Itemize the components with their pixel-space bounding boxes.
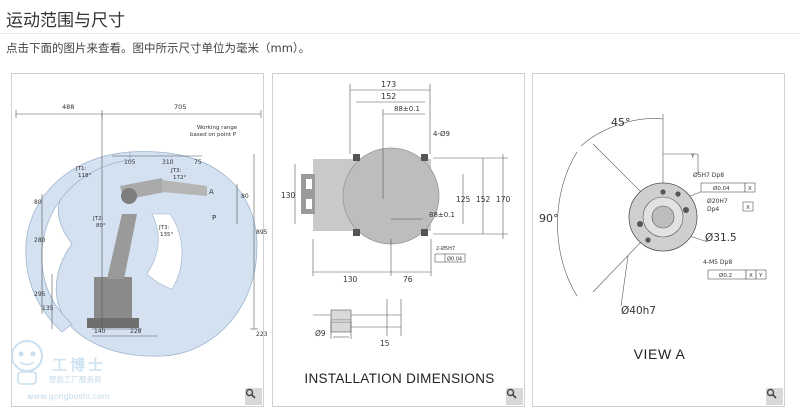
datum-y: Y — [758, 273, 763, 279]
dim-280: 280 — [34, 237, 46, 244]
working-range-label-1: Working range — [197, 125, 238, 131]
dim-170: 170 — [496, 195, 511, 204]
dim-105: 105 — [124, 159, 136, 166]
title-divider — [0, 33, 800, 34]
zoom-button[interactable] — [506, 388, 523, 405]
axis-y-label: Y — [690, 153, 695, 160]
tolerance-d004: Ø0.04 — [447, 256, 462, 263]
dim-76: 76 — [403, 275, 413, 284]
angle-45: 45° — [611, 116, 631, 129]
zoom-button[interactable] — [766, 388, 783, 405]
dim-80-right: 80 — [241, 193, 249, 200]
jt3-label: JT3: — [170, 168, 181, 174]
view-a-labels: 45° 90° Y Ø5H7 Dp8 Ø0.04 X Ø20H7 Dp4 X Ø… — [539, 116, 763, 317]
view-a-drawing — [557, 114, 767, 307]
jt2-angle: 80° — [96, 223, 106, 229]
jt1-label: JT1: — [75, 166, 86, 172]
datum-x-1: X — [748, 186, 752, 192]
zoom-icon — [766, 388, 777, 399]
jt3-label-lower: JT3: — [158, 225, 169, 231]
bore-d20h7-label: Ø20H7 — [707, 198, 728, 205]
dim-135: 135 — [42, 305, 54, 312]
page-title: 运动范围与尺寸 — [6, 11, 125, 31]
installation-drawing — [294, 84, 508, 339]
installation-labels: 173 152 88±0.1 4-Ø9 125 152 170 130 88±0… — [281, 80, 511, 348]
zoom-icon — [506, 388, 517, 399]
watermark-robot-logo — [11, 340, 43, 385]
point-p-label: P — [212, 214, 216, 222]
tap-4-m5-label: 4-M5 Dp8 — [703, 259, 732, 266]
angle-90: 90° — [539, 212, 559, 225]
dim-2-d5h7: 2-Ø5H7 — [436, 245, 455, 252]
dim-d9-section: Ø9 — [315, 329, 326, 338]
dim-15: 15 — [380, 339, 390, 348]
point-a-label: A — [209, 188, 214, 196]
dim-310: 310 — [162, 159, 174, 166]
dim-152-top: 152 — [381, 92, 396, 101]
jt3-angle: 172° — [173, 175, 186, 181]
dia-40h7-label: Ø40h7 — [621, 305, 656, 317]
dim-152-right: 152 — [476, 195, 491, 204]
dim-75: 75 — [194, 159, 202, 166]
tolerance-d02: Ø0.2 — [719, 272, 732, 279]
installation-caption: INSTALLATION DIMENSIONS — [304, 371, 495, 386]
dim-4-d9: 4-Ø9 — [433, 130, 450, 138]
dim-80-left: 80 — [34, 199, 42, 206]
motion-range-figure[interactable]: 488 705 Working range based on point P J… — [11, 73, 268, 407]
jt2-label: JT2: — [92, 216, 103, 222]
watermark-subtitle: 智能工厂服务商 — [49, 375, 102, 384]
zoom-button[interactable] — [245, 388, 262, 405]
installation-dimensions-figure[interactable]: 173 152 88±0.1 4-Ø9 125 152 170 130 88±0… — [272, 73, 525, 407]
tolerance-d004: Ø0.04 — [713, 185, 730, 192]
dim-228: 228 — [130, 328, 142, 335]
jt3-angle-lower: 135° — [160, 232, 173, 238]
view-a-caption: VIEW A — [633, 346, 686, 362]
dim-130-left: 130 — [281, 191, 296, 200]
dim-223: 223 — [256, 331, 268, 338]
dim-top-left: 488 — [62, 103, 74, 111]
motion-range-drawing — [15, 110, 262, 357]
dim-88-right: 88±0.1 — [429, 211, 455, 219]
zoom-icon — [245, 388, 256, 399]
page-description: 点击下面的图片来查看。图中所示尺寸单位为毫米（mm）。 — [6, 41, 311, 55]
view-a-figure[interactable]: 45° 90° Y Ø5H7 Dp8 Ø0.04 X Ø20H7 Dp4 X Ø… — [532, 73, 785, 407]
working-range-label-2: based on point P — [190, 132, 237, 138]
datum-x-3: X — [749, 273, 753, 279]
watermark-name: 工博士 — [52, 356, 107, 374]
bore-depth-label: Dp4 — [707, 206, 719, 213]
dim-295: 295 — [34, 291, 46, 298]
dia-31-5-label: Ø31.5 — [705, 232, 737, 244]
dim-130-bottom: 130 — [343, 275, 358, 284]
dim-88-top: 88±0.1 — [394, 105, 420, 113]
datum-x-2: X — [746, 205, 750, 211]
dim-895: 895 — [256, 229, 268, 236]
jt1-angle: 118° — [78, 173, 91, 179]
dim-top-right: 705 — [174, 103, 186, 111]
motion-range-labels: 488 705 Working range based on point P J… — [34, 103, 268, 338]
watermark-url: www.gongboshi.com — [27, 392, 110, 401]
hole-d5h7-label: Ø5H7 Dp8 — [693, 172, 724, 179]
dim-140: 140 — [94, 328, 106, 335]
dim-125: 125 — [456, 195, 471, 204]
dim-173: 173 — [381, 80, 396, 89]
